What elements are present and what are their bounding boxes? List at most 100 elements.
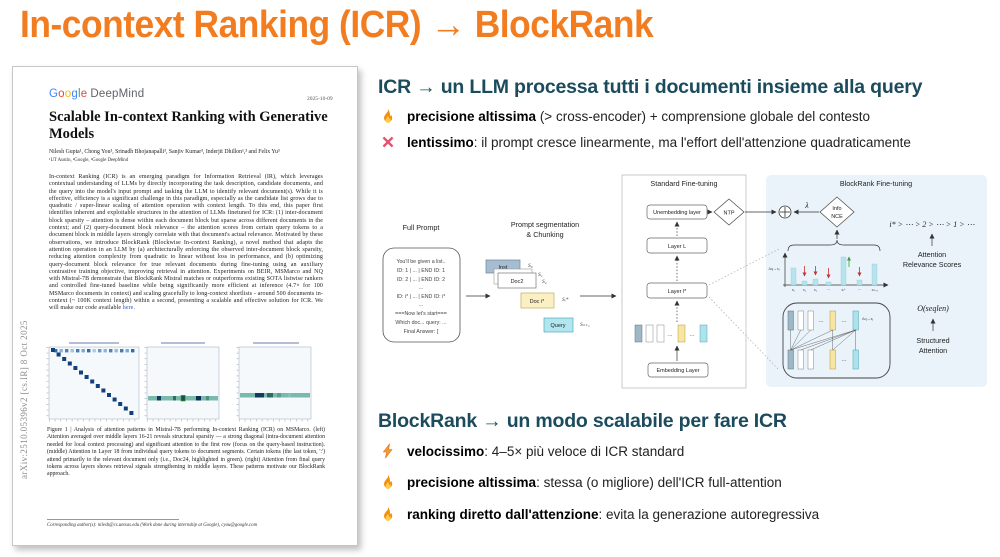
logo-letter: o <box>58 88 65 100</box>
standard-title: Standard Fine-tuning <box>650 179 717 188</box>
bullet-rest: : stessa (o migliore) dell'ICR full-atte… <box>536 474 782 490</box>
svg-text:sₙ₊₁: sₙ₊₁ <box>872 288 879 292</box>
full-prompt-label: Full Prompt <box>403 223 440 232</box>
zoom-line-bottom <box>708 296 779 370</box>
layer-lstar-label: Layer l* <box>668 289 688 295</box>
paper-title: Scalable In-context Ranking with Generat… <box>49 109 328 142</box>
svg-text:Which doc... query: ...: Which doc... query: ... <box>395 320 446 326</box>
logo-deepmind: DeepMind <box>90 88 145 100</box>
full-prompt-lines: You'll be given a list.. ID: 1 | ... | E… <box>395 259 447 335</box>
svg-text:Query: Query <box>551 323 566 329</box>
chunk-stack: Inst S₀ S₁ Doc2 S₂ Doc i* Sᵢ* Query Sₙ₊₁ <box>485 259 590 333</box>
bullet-text: precisione altissima: stessa (o migliore… <box>407 475 782 490</box>
ntp-diamond <box>713 198 745 226</box>
complexity-label: O(seqlen) <box>917 304 949 313</box>
paper-affiliations: ¹UT Austin, ²Google, ³Google DeepMind <box>49 158 129 163</box>
zoom-line-top <box>708 248 780 286</box>
svg-text:Doc i*: Doc i* <box>530 299 546 305</box>
svg-text:ID: 2 | ... | END ID: 2: ID: 2 | ... | END ID: 2 <box>397 277 445 283</box>
svg-text:⋯: ⋯ <box>827 288 831 292</box>
structured-attention-box: ··· ··· ··· Aq→sⱼ <box>782 302 891 379</box>
svg-text:Final Answer: [: Final Answer: [ <box>404 329 439 335</box>
svg-text:ID: 1 | ... | END ID: 1: ID: 1 | ... | END ID: 1 <box>397 268 445 274</box>
bullet-text: lentissimo: il prompt cresce linearmente… <box>407 135 911 150</box>
page-title: In-context Ranking (ICR) → BlockRank <box>20 4 654 46</box>
ntp-label: NTP <box>724 211 735 217</box>
bullet-text: precisione altissima (> cross-encoder) +… <box>407 109 870 124</box>
sum-node <box>778 205 792 219</box>
layer-l-label: Layer L <box>668 244 686 250</box>
figure-plot-middle <box>144 342 220 422</box>
unembedding-layer-label: Unembedding layer <box>653 210 701 216</box>
paper-date: 2025-10-09 <box>307 96 333 102</box>
abstract-text: In-context Ranking (ICR) is an emerging … <box>49 174 323 312</box>
paper-footnote: Corresponding author(s): nilesh@cs.utexa… <box>47 523 258 528</box>
blockrank-title: BlockRank Fine-tuning <box>840 179 912 188</box>
brace <box>787 239 881 252</box>
bar-axis-label: Aq→sⱼ <box>768 266 779 271</box>
logo-letter: G <box>49 88 59 100</box>
segmentation-label-2: & Chunking <box>526 230 563 239</box>
embedding-layer-label: Embedding Layer <box>656 368 699 374</box>
paper-thumbnail: arXiv:2510.05396v2 [cs.IR] 8 Oct 2025 Go… <box>12 66 358 546</box>
bullet-rest: : evita la generazione autoregressiva <box>598 506 820 522</box>
svg-text:Inst: Inst <box>499 265 508 271</box>
embedding-layer-box <box>647 362 709 378</box>
icr-bullet-precisione: precisione altissima (> cross-encoder) +… <box>380 108 870 124</box>
paper-abstract: In-context Ranking (ICR) is an emerging … <box>49 174 323 313</box>
flame-icon <box>380 108 396 124</box>
structured-attention-label: Structured <box>916 336 949 345</box>
svg-text:···: ··· <box>841 319 847 325</box>
svg-text:···: ··· <box>841 358 847 364</box>
flame-icon <box>380 506 396 522</box>
ranking-text: i* > ⋯ > 2 > ⋯ > 1 > ⋯ <box>889 220 974 229</box>
bolt-icon <box>380 443 396 459</box>
svg-text:...: ... <box>419 285 423 291</box>
blockrank-heading: BlockRank → un modo scalabile per fare I… <box>378 410 787 432</box>
svg-text:Sₙ₊₁: Sₙ₊₁ <box>580 322 590 328</box>
paper-authors: Nilesh Gupta¹, Chong You³, Srinadh Bhoja… <box>49 149 280 155</box>
svg-text:Doc2: Doc2 <box>511 279 524 285</box>
infonce-diamond <box>819 196 855 228</box>
bullet-lead: ranking diretto dall'attenzione <box>407 506 599 522</box>
structured-tag: Aq→sⱼ <box>862 316 873 321</box>
flame-icon <box>380 474 396 490</box>
structured-attention-label-2: Attention <box>919 346 947 355</box>
paper-figure <box>46 342 312 422</box>
svg-text:s₂: s₂ <box>814 288 818 292</box>
infonce-label: Info <box>832 206 841 212</box>
blockrank-bullet-ranking: ranking diretto dall'attenzione: evita l… <box>380 506 819 522</box>
blockrank-diagram: Full Prompt You'll be given a list.. ID:… <box>382 174 987 389</box>
svg-text:Sᵢ*: Sᵢ* <box>562 297 569 303</box>
figure-caption: Figure 1 | Analysis of attention pattern… <box>47 427 325 478</box>
svg-text:S₂: S₂ <box>542 279 547 285</box>
svg-text:s₁: s₁ <box>803 288 807 292</box>
unembedding-layer-box <box>646 204 708 220</box>
logo-letter: l <box>77 88 81 100</box>
logo-letter: e <box>80 88 88 100</box>
svg-text:===Now let's start===: ===Now let's start=== <box>395 311 447 317</box>
relevance-bar-chart: Aq→sⱼ s₀ s₁ s₂ ⋯ sᵢ* ⋯ sₙ <box>768 252 889 292</box>
svg-text:···: ··· <box>667 333 673 339</box>
svg-text:ID: i* | ... | END ID: i*: ID: i* | ... | END ID: i* <box>397 294 446 300</box>
svg-text:sᵢ*: sᵢ* <box>842 288 846 292</box>
full-prompt-box <box>382 247 461 343</box>
bullet-text: velocissimo: 4–5× più veloce di ICR stan… <box>407 444 684 459</box>
svg-text:···: ··· <box>818 319 824 325</box>
infonce-label-2: NCE <box>831 214 843 220</box>
svg-text:S₁: S₁ <box>538 272 543 278</box>
svg-text:s₀: s₀ <box>792 288 796 292</box>
abstract-here-link[interactable]: here. <box>122 305 136 312</box>
bullet-text: ranking diretto dall'attenzione: evita l… <box>407 507 819 522</box>
layer-lstar-box <box>646 282 708 299</box>
bullet-rest: (> cross-encoder) + comprensione globale… <box>536 108 870 124</box>
attention-scores-label: Attention <box>918 250 946 259</box>
svg-text:⋯: ⋯ <box>858 288 862 292</box>
footnote-rule <box>47 519 179 520</box>
bullet-lead: lentissimo <box>407 134 474 150</box>
icr-heading: ICR → un LLM processa tutti i documenti … <box>378 76 923 98</box>
arxiv-stamp: arXiv:2510.05396v2 [cs.IR] 8 Oct 2025 <box>19 320 29 479</box>
layer-l-box <box>646 237 708 254</box>
logo-letter: o <box>64 88 72 100</box>
